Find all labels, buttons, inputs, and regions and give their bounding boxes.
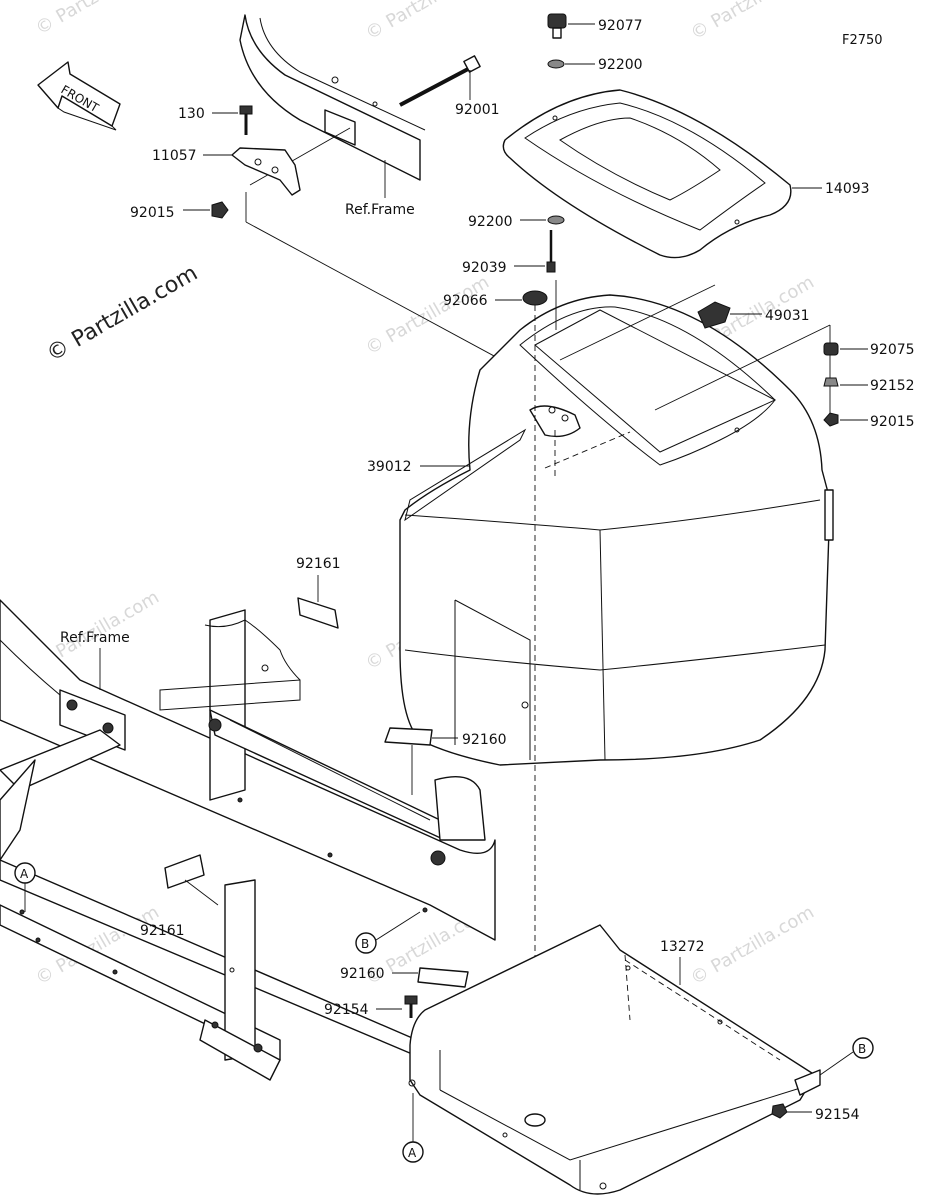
- ref-frame-top-label: Ref.Frame: [345, 202, 415, 218]
- watermark-3: © Partzilla.com: [687, 0, 818, 44]
- copyright-mark: © Partzilla.com: [43, 261, 203, 368]
- clip-49031-icon: [697, 301, 731, 329]
- part-label-13272: 13272: [660, 939, 705, 955]
- cargo-box-39012-icon: [399, 294, 834, 766]
- part-label-92154-right: 92154: [815, 1107, 860, 1123]
- pad-92160-bottom-icon: [417, 967, 469, 988]
- figure-code: F2750: [842, 33, 883, 48]
- pad-92161-top-icon: [297, 597, 339, 629]
- bolt-92154-left-icon: [404, 995, 418, 1018]
- watermark-4: © Partzilla.com: [362, 272, 493, 360]
- cap-92066-icon: [522, 290, 548, 306]
- part-label-92015-top: 92015: [130, 205, 175, 221]
- grommet-92075-icon: [823, 342, 839, 356]
- watermark-2: © Partzilla.com: [362, 0, 493, 44]
- pad-92161-bottom-icon: [164, 854, 205, 889]
- part-label-49031: 49031: [765, 308, 810, 324]
- part-label-92161-top: 92161: [296, 556, 341, 572]
- collar-92152-icon: [823, 377, 839, 387]
- part-label-92075: 92075: [870, 342, 915, 358]
- callout-b-right-label: B: [858, 1042, 866, 1056]
- lid-14093-icon: [502, 89, 792, 259]
- washer-92200-top-icon: [547, 59, 565, 69]
- pin-92039-icon: [546, 230, 556, 273]
- callout-a-left-label: A: [20, 867, 29, 881]
- nut-92015-right-icon: [823, 412, 839, 427]
- washer-92200-mid-icon: [547, 215, 565, 225]
- part-label-92160-bottom: 92160: [340, 966, 385, 982]
- part-label-92001: 92001: [455, 102, 500, 118]
- callout-b-right: B: [819, 1037, 874, 1076]
- upper-frame-tube: [239, 14, 426, 181]
- watermark-11: © Partzilla.com: [687, 902, 818, 990]
- ref-frame-left-label: Ref.Frame: [60, 630, 130, 646]
- callout-a-bottom-label: A: [408, 1146, 417, 1160]
- nut-92015-top-icon: [211, 201, 229, 219]
- part-label-92015-right: 92015: [870, 414, 915, 430]
- part-label-92160-mid: 92160: [462, 732, 507, 748]
- part-label-130: 130: [178, 106, 205, 122]
- part-label-92200-top: 92200: [598, 57, 643, 73]
- watermark-1: © Partzilla.com: [32, 0, 163, 39]
- part-label-14093: 14093: [825, 181, 870, 197]
- part-label-92066: 92066: [443, 293, 488, 309]
- part-label-39012: 39012: [367, 459, 412, 475]
- part-label-92161-bottom: 92161: [140, 923, 185, 939]
- callout-a-bottom: A: [402, 1093, 424, 1163]
- callout-b-mid-label: B: [361, 937, 369, 951]
- part-label-92077: 92077: [598, 18, 643, 34]
- lower-frame: [0, 599, 496, 1081]
- bracket-11057-icon: [231, 147, 301, 196]
- bolt-92001-icon: [399, 55, 481, 107]
- bolt-130-icon: [239, 105, 253, 135]
- skid-plate-13272-icon: [408, 924, 821, 1195]
- pad-92160-mid-icon: [384, 727, 433, 746]
- part-label-11057: 11057: [152, 148, 197, 164]
- part-label-92152: 92152: [870, 378, 915, 394]
- front-arrow-icon: FRONT: [37, 61, 121, 131]
- key-92077-icon: [547, 13, 567, 39]
- part-label-92200-mid: 92200: [468, 214, 513, 230]
- callout-b-mid: B: [355, 911, 421, 954]
- callout-a-left: A: [14, 862, 36, 912]
- part-label-92154-left: 92154: [324, 1002, 369, 1018]
- bolt-92154-right-icon: [771, 1103, 788, 1119]
- part-label-92039: 92039: [462, 260, 507, 276]
